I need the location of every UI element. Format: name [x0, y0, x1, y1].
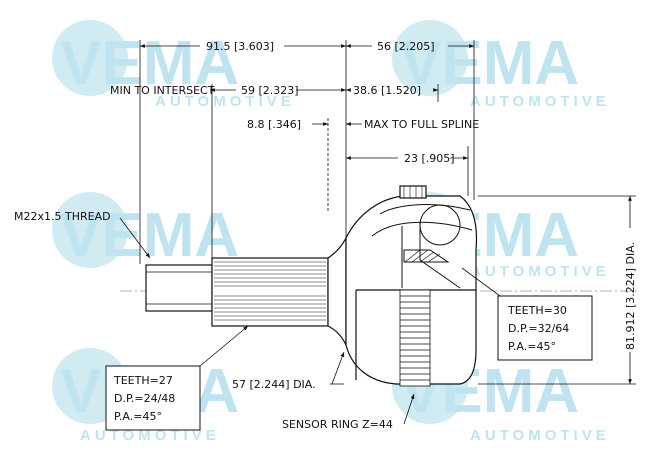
- dim-thread-offset: 8.8 [.346]: [247, 118, 301, 131]
- cv-joint-part: [145, 185, 478, 387]
- dim-min-to-intersect-label: MIN TO INTERSECT: [110, 84, 215, 97]
- watermark-brand: VEMA: [60, 29, 239, 98]
- dim-thread-label: M22x1.5 THREAD: [14, 210, 111, 223]
- dim-outer-dia: 81.912 [3.224] DIA.: [624, 242, 637, 350]
- watermark-sub: AUTOMOTIVE: [470, 263, 610, 280]
- watermark-brand: VEMA: [400, 29, 579, 98]
- dimension-labels: 91.5 [3.603] 56 [2.205] MIN TO INTERSECT…: [14, 40, 637, 431]
- dim-bell-length: 23 [.905]: [404, 152, 455, 165]
- dim-max-to-full-spline: MAX TO FULL SPLINE: [364, 118, 479, 131]
- dim-min-to-intersect-value: 59 [2.323]: [241, 84, 299, 97]
- watermark-logo-top-right: VEMA AUTOMOTIVE: [392, 20, 610, 110]
- top-boss: [399, 185, 427, 199]
- inner-spline-teeth: TEETH=30: [507, 304, 567, 317]
- inner-cage: [371, 203, 473, 289]
- inner-spline-box: TEETH=30 D.P.=32/64 P.A.=45°: [497, 295, 593, 361]
- watermark-sub: AUTOMOTIVE: [470, 93, 610, 110]
- spline-lines: [214, 261, 326, 321]
- splined-shaft: [211, 257, 329, 327]
- sensor-ring: [399, 289, 431, 387]
- shaft-neck: [327, 237, 347, 346]
- dim-sensor-ring: SENSOR RING Z=44: [282, 418, 393, 431]
- dim-head-to-spline: 38.6 [1.520]: [353, 84, 421, 97]
- outer-spline-pa: P.A.=45°: [114, 410, 162, 423]
- watermark-logo-top-left: VEMA AUTOMOTIVE: [52, 20, 295, 110]
- watermark-brand: VEMA: [60, 201, 239, 270]
- watermark-sub: AUTOMOTIVE: [155, 93, 295, 110]
- outer-spline-teeth: TEETH=27: [113, 374, 173, 387]
- inner-spline-dp: D.P.=32/64: [508, 322, 569, 335]
- dim-seat-dia: 57 [2.244] DIA.: [232, 378, 316, 391]
- watermark-sub: AUTOMOTIVE: [80, 427, 220, 444]
- dim-overall-length: 91.5 [3.603]: [206, 40, 274, 53]
- watermark-sub: AUTOMOTIVE: [470, 427, 610, 444]
- inner-spline-pa: P.A.=45°: [508, 340, 556, 353]
- outer-spline-box: TEETH=27 D.P.=24/48 P.A.=45°: [105, 365, 201, 431]
- thread-stub: [145, 264, 213, 312]
- dim-head-length: 56 [2.205]: [377, 40, 435, 53]
- outer-spline-dp: D.P.=24/48: [114, 392, 175, 405]
- inner-hatch: [404, 249, 441, 263]
- dimension-lines: [119, 40, 636, 425]
